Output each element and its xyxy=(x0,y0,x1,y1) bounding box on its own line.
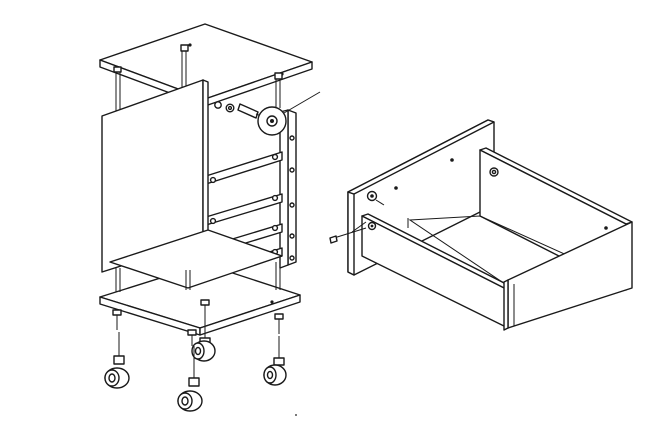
stray-mark xyxy=(295,414,297,416)
cam-bolt xyxy=(214,101,271,120)
drawer-screw xyxy=(329,221,367,244)
drawer xyxy=(347,119,633,331)
top-dowels xyxy=(113,44,283,112)
side-panel xyxy=(101,79,209,273)
drawer-front xyxy=(366,190,409,231)
base-panel xyxy=(99,229,301,336)
caster-wheel xyxy=(104,322,287,412)
base-dowels xyxy=(115,262,281,292)
detail-callout-circle xyxy=(257,91,321,136)
screw xyxy=(112,299,284,346)
